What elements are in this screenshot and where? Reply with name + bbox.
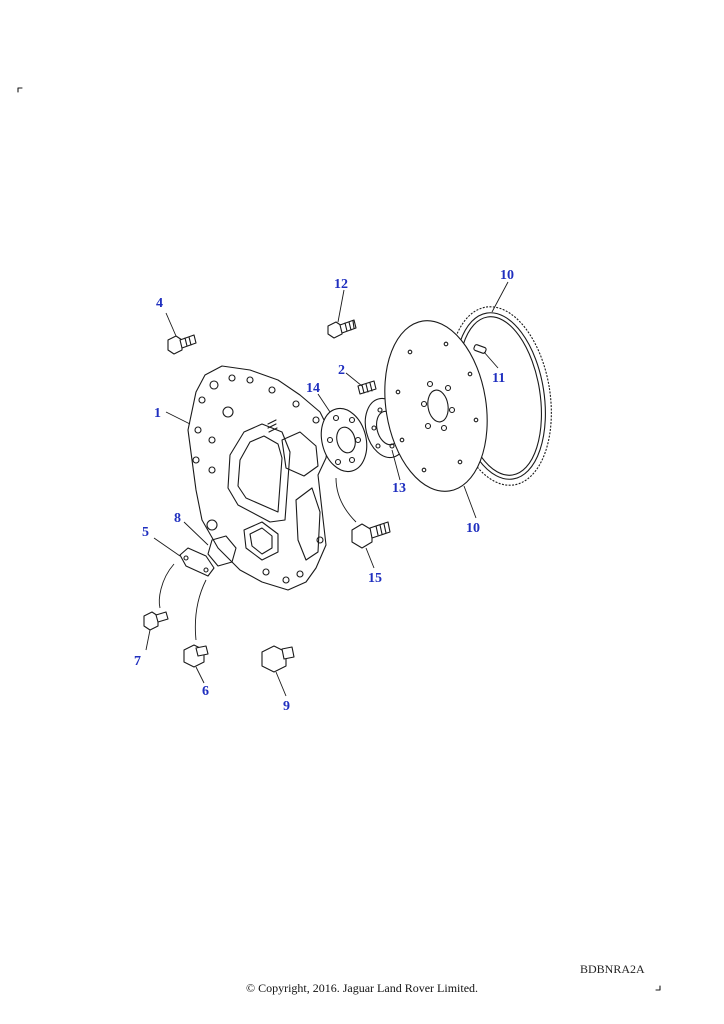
callout-4: 4 <box>156 296 163 311</box>
bolt-6 <box>183 644 209 668</box>
callout-13: 12 <box>334 277 348 292</box>
crop-mark-bottom-right <box>655 985 661 991</box>
callout-10: 10 <box>466 521 480 536</box>
callout-9: 9 <box>283 699 290 714</box>
reference-code: BDBNRA2A <box>580 962 645 976</box>
callout-16: 15 <box>368 571 382 586</box>
callout-14: 13 <box>392 481 406 496</box>
bolt-4 <box>167 334 197 355</box>
bolt-16 <box>351 521 391 549</box>
leader-lines <box>145 281 509 697</box>
callout-6: 6 <box>202 684 209 699</box>
stud-2 <box>357 380 377 395</box>
callout-7: 8 <box>174 511 181 526</box>
dowel-pin <box>473 344 487 354</box>
callout-11: 10 <box>500 268 514 283</box>
plug-9 <box>261 645 295 673</box>
drive-plate <box>384 320 488 492</box>
callout-2: 2 <box>338 363 345 378</box>
housing-plate <box>187 365 331 591</box>
copyright-notice: © Copyright, 2016. Jaguar Land Rover Lim… <box>245 981 479 995</box>
spacer-ring <box>320 407 368 473</box>
callout-15: 14 <box>306 381 320 396</box>
crop-mark-top-left <box>17 87 23 93</box>
callout-8: 7 <box>134 654 141 669</box>
callout-5: 5 <box>142 525 149 540</box>
cover-plate <box>179 547 215 577</box>
bolt-13 <box>327 319 357 339</box>
bolt-8 <box>143 611 169 631</box>
callout-12: 11 <box>492 371 505 386</box>
callout-1: 1 <box>154 406 161 421</box>
